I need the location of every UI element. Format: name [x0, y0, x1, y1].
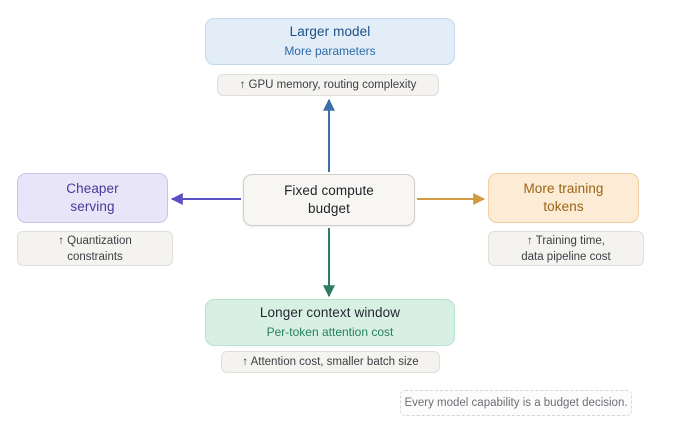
node-longer-context-window-title: Longer context window [259, 305, 401, 320]
node-more-training-tokens-title-line1: More training [523, 181, 604, 196]
caption-more-training-tokens-line2: data pipeline cost [521, 250, 611, 263]
node-fixed-compute-budget-line1: Fixed compute [284, 183, 374, 198]
caption-cheaper-serving-line1: ↑ Quantization [58, 234, 132, 247]
node-cheaper-serving-title-line2: serving [70, 199, 115, 214]
node-larger-model[interactable]: Larger model More parameters [205, 18, 455, 65]
node-longer-context-window[interactable]: Longer context window Per-token attentio… [205, 299, 455, 346]
footer-note: Every model capability is a budget decis… [400, 390, 632, 416]
node-larger-model-title: Larger model [289, 24, 371, 39]
node-fixed-compute-budget[interactable]: Fixed compute budget [243, 174, 415, 226]
caption-larger-model: ↑ GPU memory, routing complexity [217, 74, 439, 96]
node-more-training-tokens[interactable]: More training tokens [488, 173, 639, 223]
node-fixed-compute-budget-line2: budget [308, 201, 350, 216]
caption-more-training-tokens: ↑ Training time, data pipeline cost [488, 231, 644, 266]
caption-cheaper-serving-line2: constraints [67, 250, 123, 263]
node-cheaper-serving-title-line1: Cheaper [66, 181, 119, 196]
caption-longer-context-window-line1: ↑ Attention cost, smaller batch size [242, 356, 419, 368]
caption-larger-model-line1: ↑ GPU memory, routing complexity [239, 79, 417, 91]
node-larger-model-subtitle: More parameters [284, 44, 376, 58]
caption-cheaper-serving: ↑ Quantization constraints [17, 231, 173, 266]
node-longer-context-window-subtitle: Per-token attention cost [266, 325, 394, 339]
caption-longer-context-window: ↑ Attention cost, smaller batch size [221, 351, 440, 373]
caption-more-training-tokens-line1: ↑ Training time, [527, 234, 605, 247]
node-cheaper-serving[interactable]: Cheaper serving [17, 173, 168, 223]
node-more-training-tokens-title-line2: tokens [543, 199, 584, 214]
